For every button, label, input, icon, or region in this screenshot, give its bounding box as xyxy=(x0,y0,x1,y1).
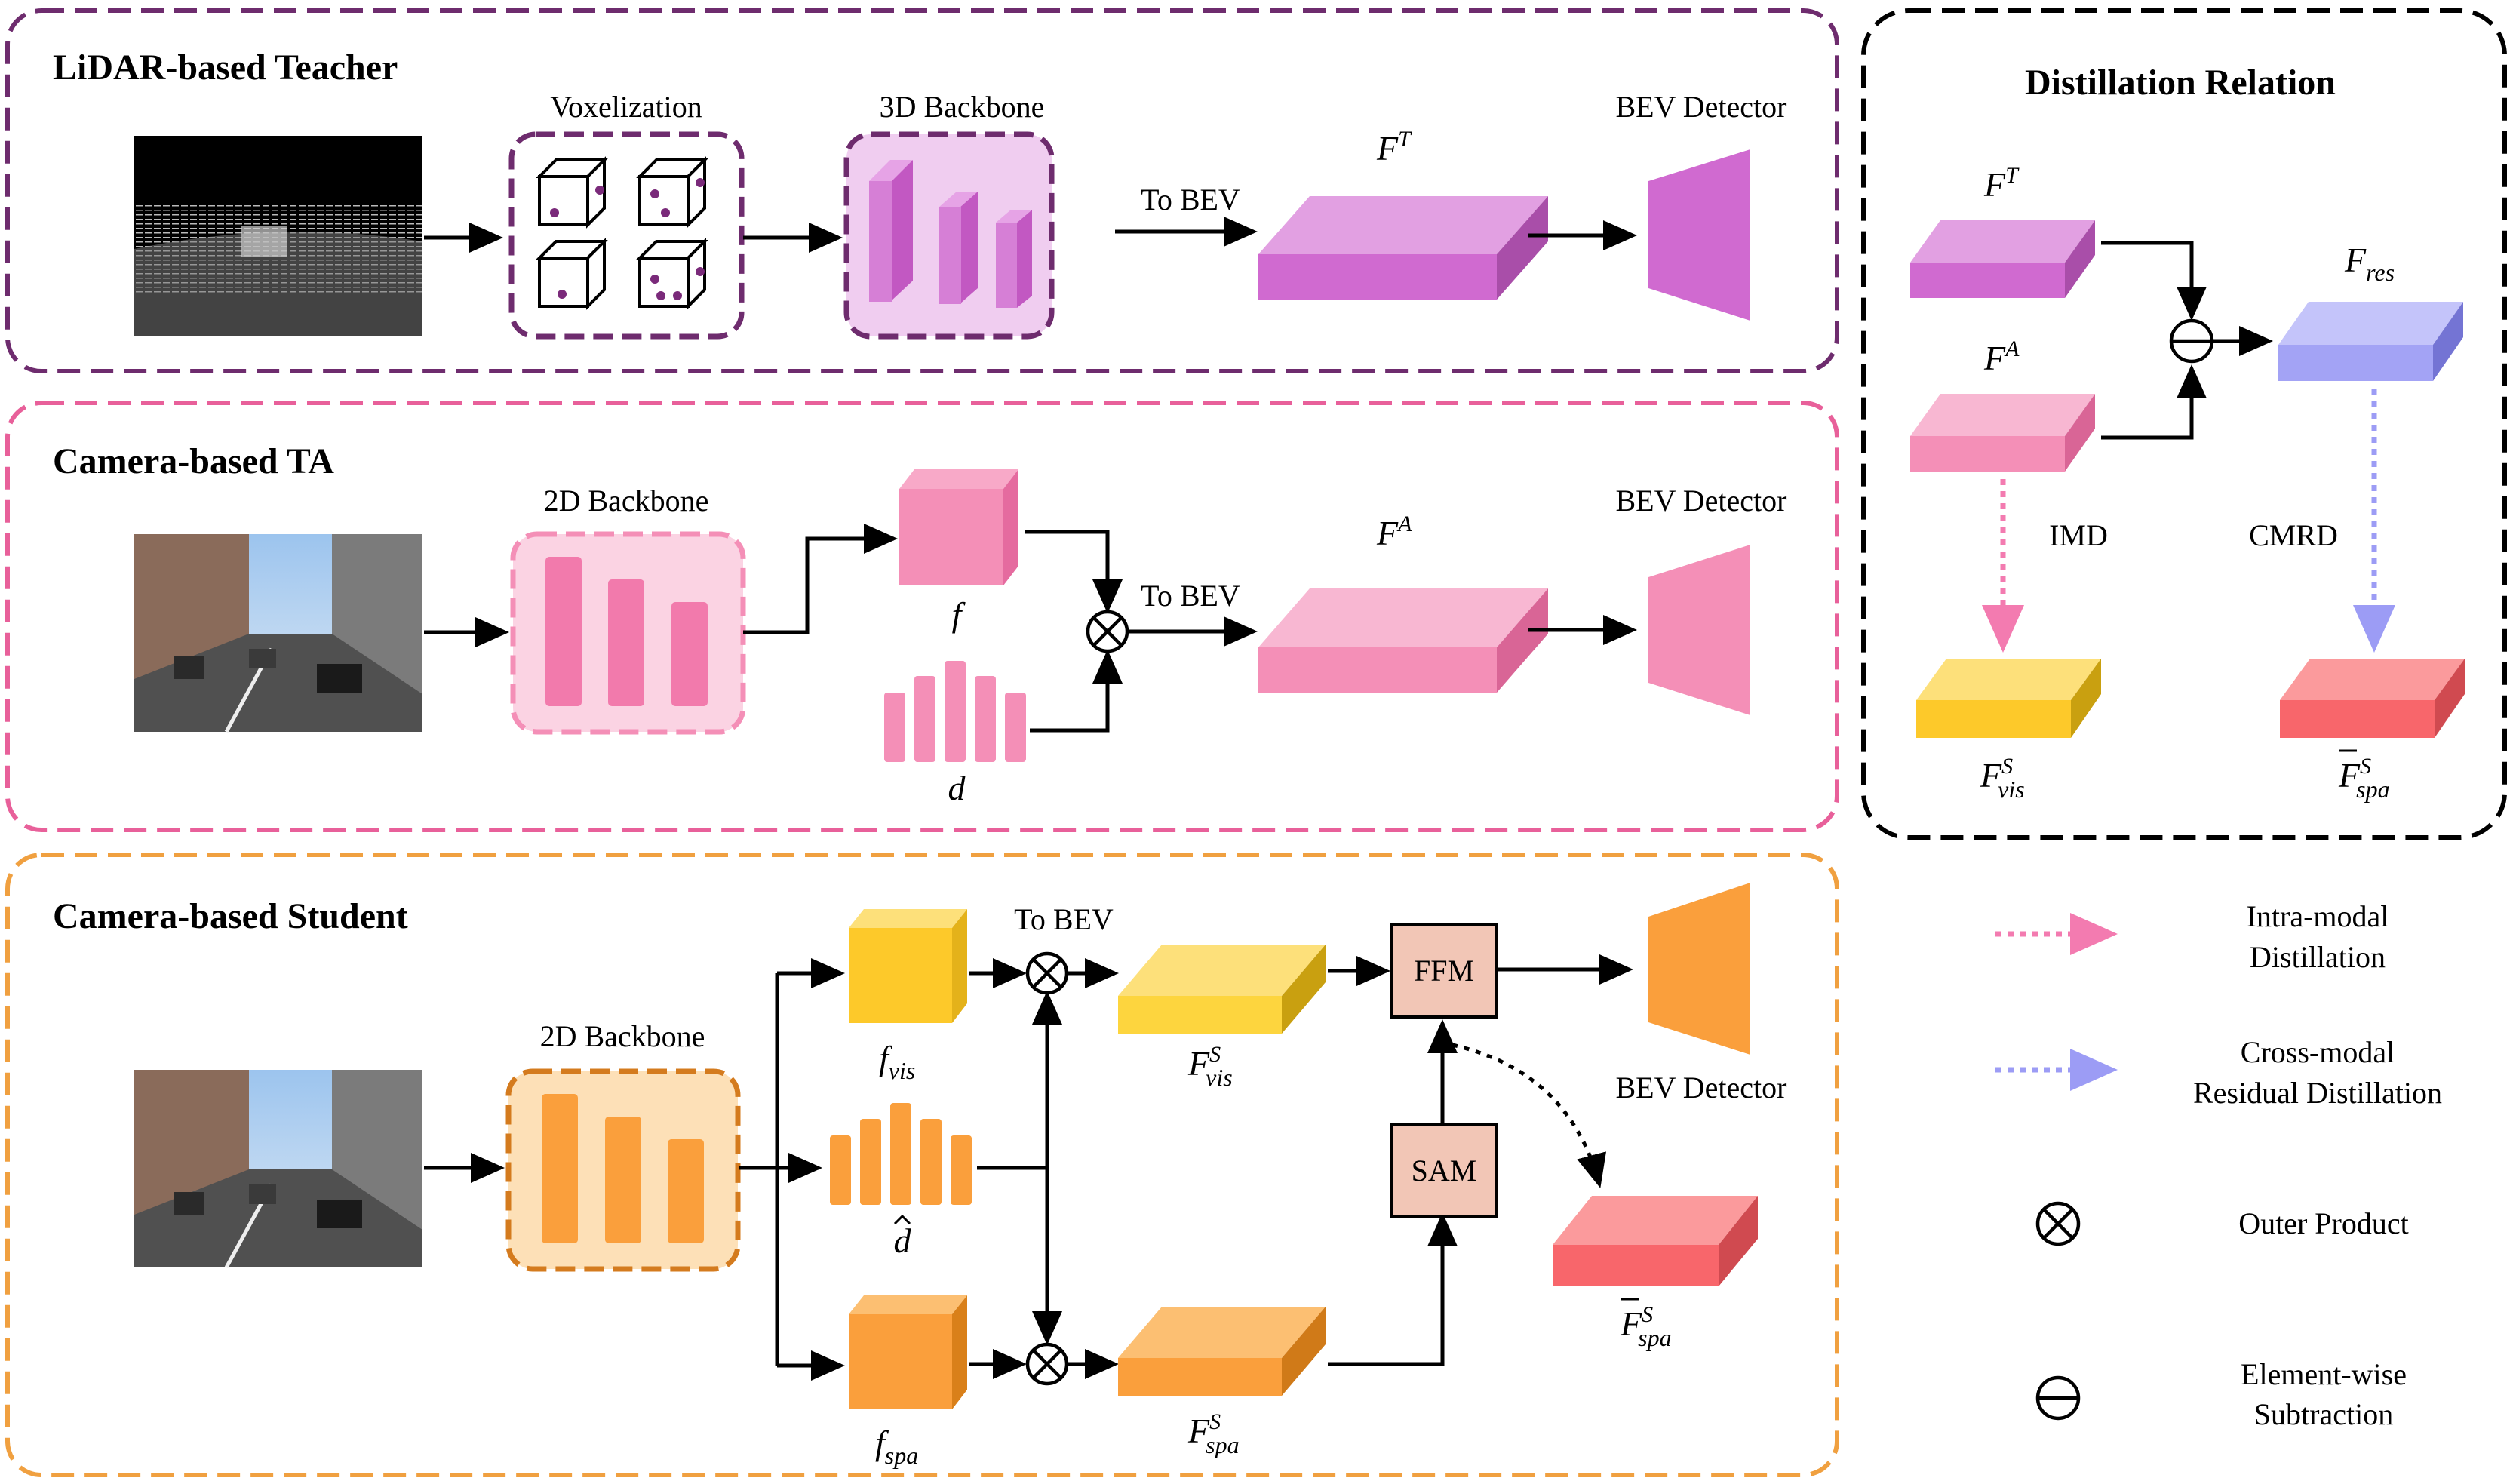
bev-detector-ta-label: BEV Detector xyxy=(1616,484,1787,518)
depth-bars-student xyxy=(830,1103,972,1205)
legend-elementwise-line1: Element-wise xyxy=(2241,1357,2407,1391)
label-f-ta: f xyxy=(952,595,966,634)
ffm-module xyxy=(1390,923,1498,1019)
legend-cross-line1: Cross-modal xyxy=(2241,1035,2395,1069)
bev-detector-student-label: BEV Detector xyxy=(1616,1071,1787,1105)
feature-f-vis xyxy=(849,909,967,1023)
lidar-point-cloud-image xyxy=(134,136,422,336)
voxel-cubes xyxy=(536,156,708,310)
to-bev-student-label: To BEV xyxy=(1014,902,1114,936)
camera-image-student xyxy=(134,1070,422,1269)
legend-cross-line2: Residual Distillation xyxy=(2193,1076,2442,1110)
rel-feature-F-A xyxy=(1910,394,2095,472)
legend-intra-line1: Intra-modal xyxy=(2247,899,2389,933)
rel-feature-F-T xyxy=(1910,220,2095,298)
rel-feature-F-res xyxy=(2278,302,2463,381)
feature-F-T xyxy=(1258,196,1548,300)
label-f-spa: fspa xyxy=(875,1424,918,1469)
ta-panel xyxy=(5,401,1839,832)
to-bev-ta-label: To BEV xyxy=(1141,579,1240,613)
bev-detector-teacher xyxy=(1648,149,1750,321)
voxelization-label: Voxelization xyxy=(550,90,702,124)
feature-f-spa xyxy=(849,1295,967,1409)
legend-intra-line2: Distillation xyxy=(2250,940,2386,974)
feature-F-vis-S xyxy=(1118,945,1326,1034)
bev-detector-ta xyxy=(1648,545,1750,715)
relation-panel xyxy=(1861,8,2507,840)
legend-elementwise-line2: Subtraction xyxy=(2254,1397,2393,1431)
bev-detector-student xyxy=(1648,883,1750,1055)
backbone-3d-blocks xyxy=(869,160,1032,308)
student-title: Camera-based Student xyxy=(53,896,408,936)
voxelization-box xyxy=(508,131,745,340)
ta-title: Camera-based TA xyxy=(53,441,334,481)
label-d-hat: d xyxy=(894,1221,912,1260)
element-wise-subtraction-symbol xyxy=(2169,318,2214,364)
label-F-A: FA xyxy=(1376,512,1412,552)
legend-outer-product-symbol xyxy=(2035,1201,2081,1246)
ffm-label: FFM xyxy=(1414,954,1474,988)
sam-label: SAM xyxy=(1412,1154,1477,1188)
feature-f-ta xyxy=(899,469,1018,585)
rel-label-F-T: FT xyxy=(1983,163,2020,204)
hat-mark xyxy=(893,1214,911,1225)
label-d-ta: d xyxy=(948,769,966,807)
rel-feature-Fbar-spa-S xyxy=(2280,659,2465,738)
teacher-panel xyxy=(5,8,1839,373)
sam-module xyxy=(1390,1123,1498,1218)
depth-bars-ta xyxy=(884,661,1026,762)
label-F-T: FT xyxy=(1376,127,1412,167)
backbone-2d-student-label: 2D Backbone xyxy=(540,1019,705,1053)
teacher-title: LiDAR-based Teacher xyxy=(53,48,398,88)
label-f-vis: fvis xyxy=(879,1039,915,1084)
camera-image-ta xyxy=(134,534,422,733)
backbone-2d-ta-blocks xyxy=(545,557,708,706)
legend-outer-product-label: Outer Product xyxy=(2238,1206,2409,1240)
imd-label: IMD xyxy=(2049,518,2108,552)
to-bev-teacher-label: To BEV xyxy=(1141,183,1240,217)
bev-detector-teacher-label: BEV Detector xyxy=(1616,90,1787,124)
cmrd-label: CMRD xyxy=(2249,518,2338,552)
outer-product-ta xyxy=(1086,610,1129,653)
backbone-2d-ta-label: 2D Backbone xyxy=(544,484,709,518)
outer-product-spa xyxy=(1025,1342,1069,1386)
rel-feature-F-vis-S xyxy=(1916,659,2101,738)
feature-F-spa-S xyxy=(1118,1307,1326,1396)
backbone-2d-student-blocks xyxy=(542,1094,704,1243)
backbone-3d-label: 3D Backbone xyxy=(880,90,1045,124)
rel-label-F-res: Fres xyxy=(2344,241,2395,286)
rel-label-F-A: FA xyxy=(1983,336,2020,377)
feature-F-A xyxy=(1258,588,1548,693)
student-panel xyxy=(5,853,1839,1477)
legend-subtraction-symbol xyxy=(2035,1375,2081,1421)
relation-title: Distillation Relation xyxy=(2025,63,2336,103)
feature-Fbar-spa-S-student xyxy=(1553,1196,1758,1286)
outer-product-vis xyxy=(1025,951,1069,995)
